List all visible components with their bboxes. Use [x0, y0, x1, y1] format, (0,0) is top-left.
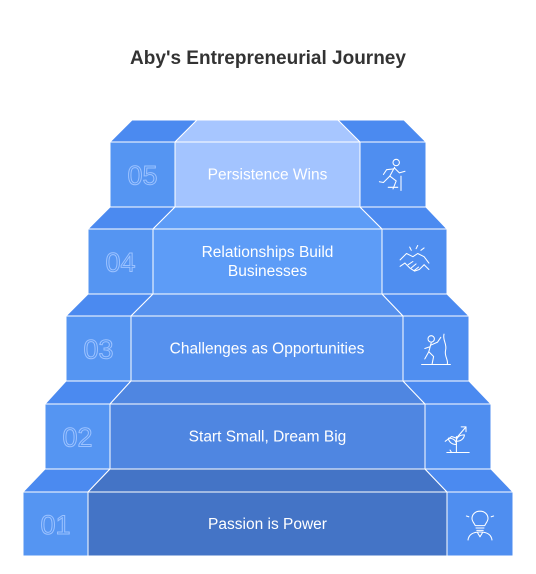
step-icon-panel [402, 315, 470, 382]
page-title: Aby's Entrepreneurial Journey [130, 48, 406, 69]
tread-02 [44, 380, 492, 405]
climber-icon [421, 333, 451, 366]
tread-center [87, 468, 448, 493]
tread-center [109, 380, 426, 405]
step-label: Persistence Wins [208, 167, 328, 184]
step-label: Passion is Power [208, 516, 327, 533]
tread-center [130, 293, 404, 317]
step-label: Challenges as Opportunities [170, 341, 365, 358]
runner-icon [378, 158, 406, 192]
step-number: 01 [40, 510, 70, 540]
tread-04 [87, 206, 448, 230]
tread-center [152, 206, 383, 230]
step-label: Relationships Build [202, 244, 334, 261]
handshake-icon [399, 244, 430, 272]
tread-center [174, 119, 361, 143]
step-05: 05 Persistence Wins [109, 141, 427, 208]
step-number: 02 [62, 423, 92, 453]
growing-plant-icon [444, 426, 470, 454]
step-icon-panel [446, 491, 514, 557]
lightbulb-person-icon [465, 510, 495, 541]
step-number: 03 [83, 335, 113, 365]
step-01: 01 Passion is Power [22, 491, 514, 557]
tread-01 [22, 468, 514, 493]
step-number: 04 [105, 248, 135, 278]
step-icon-panel [381, 228, 448, 295]
step-label: Businesses [228, 263, 308, 280]
step-label: Start Small, Dream Big [189, 429, 347, 446]
step-02: 02 Start Small, Dream Big [44, 403, 492, 470]
step-icon-panel [359, 141, 427, 208]
step-03: 03 Challenges as Opportunities [65, 315, 470, 382]
step-number: 05 [127, 161, 157, 191]
tread-05 [109, 119, 427, 143]
step-center-panel [152, 228, 383, 295]
tread-03 [65, 293, 470, 317]
